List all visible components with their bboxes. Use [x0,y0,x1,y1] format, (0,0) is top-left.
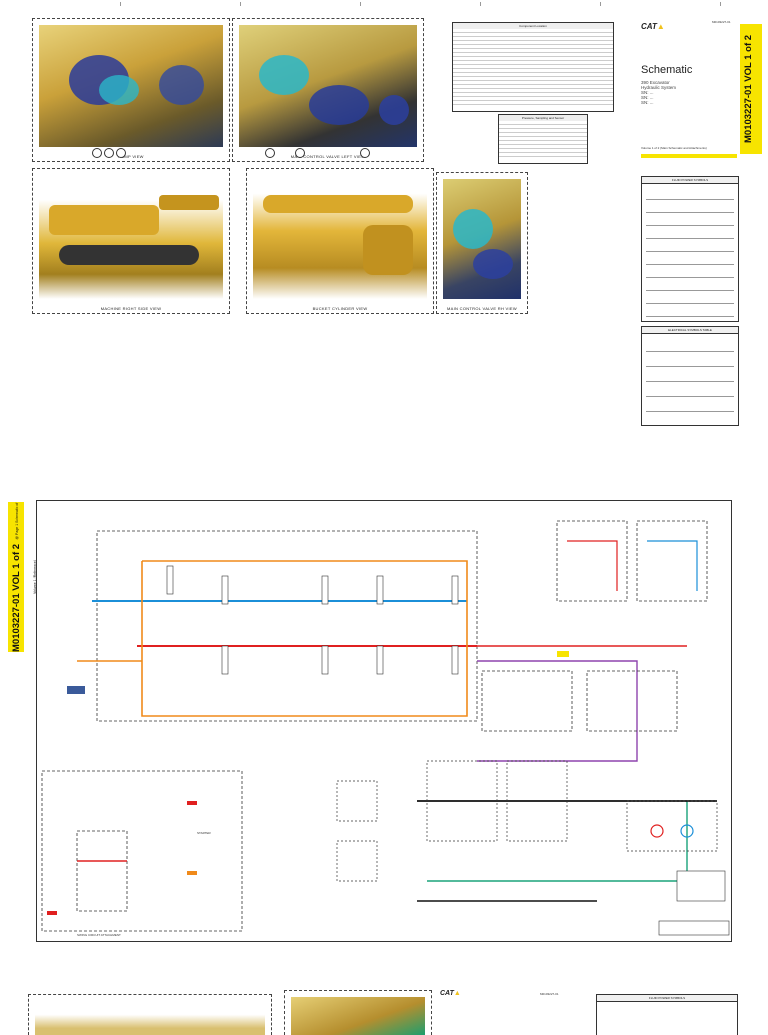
pressure-taps-table: Pressure, Sampling and Sensor [498,114,588,164]
sheet-tick [120,2,121,6]
callout-marker [360,148,370,158]
hydraulic-schematic-drawing [41,520,730,936]
page-title: Schematic [641,64,693,76]
cat-logo-bottom: CAT▲ [440,990,461,997]
doc-number-top: M0103227-01 [712,20,731,24]
pump-view-image [39,25,223,147]
pump-view-label: PUMP VIEW [118,154,144,159]
sheet-tick [480,2,481,6]
component-location-title: Component Location [453,23,613,29]
electrical-symbols-title: ELECTRICAL SYMBOLS TABLE [642,327,738,334]
callout-marker [116,148,126,158]
main-control-valve-rh-view-box: MAIN CONTROL VALVE RH VIEW [436,172,528,314]
sheet-tick [600,2,601,6]
bottom-doc-number: M0103227-01 [540,992,559,996]
cat-logo: CAT▲ [641,22,665,31]
starter-label: STARTER [197,831,211,835]
page-subtitle: 390 Excavator Hydraulic System SN: ... S… [641,80,677,105]
main-control-valve-left-view-image [239,25,417,147]
callout-marker [295,148,305,158]
pump-view-box: PUMP VIEW [32,18,230,162]
electrical-symbols-legend: ELECTRICAL SYMBOLS TABLE [641,326,739,426]
bottom-preview-view-1 [28,994,272,1035]
bottom-preview-view-2 [284,990,432,1035]
bucket-cylinder-view-image [253,175,427,299]
sheet-tick [360,2,361,6]
main-control-valve-left-view-box: MAIN CONTROL VALVE LEFT VIEW [232,18,424,162]
main-control-valve-rh-view-image [443,179,521,299]
machine-right-side-view-image [39,175,223,299]
bucket-cylinder-view-label: BUCKET CYLINDER VIEW [312,306,368,311]
bottom-preview-image-1 [35,1001,265,1035]
bottom-preview-image-2 [291,997,425,1035]
main-control-valve-rh-view-label: MAIN CONTROL VALVE RH VIEW [447,306,517,311]
volume-tab-middle: M0103227-01 VOL 1 of 2 @ Page 1 Schemati… [8,502,37,652]
hydraulic-schematic-frame: SWING CIRCUIT ATTACHMENT STARTER [36,500,732,942]
sheet-tick [240,2,241,6]
component-location-table: Component Location [452,22,614,112]
machine-right-side-view-label: MACHINE RIGHT SIDE VIEW [100,306,162,311]
callout-marker [92,148,102,158]
sheet-tick [720,2,721,6]
volume-tab-top: M0103227-01 VOL 1 of 2 [740,24,762,154]
fluid-power-symbols-title: FLUID POWER SYMBOLS [642,177,738,184]
pressure-taps-title: Pressure, Sampling and Sensor [499,115,587,121]
title-footer-text: Volume 1 of 2 (Main Schematic and Attach… [641,146,707,150]
machine-right-side-view-box: MACHINE RIGHT SIDE VIEW [32,168,230,314]
main-control-valve-left-view-label: MAIN CONTROL VALVE LEFT VIEW [290,154,366,159]
fluid-power-symbols-legend: FLUID POWER SYMBOLS [641,176,739,322]
bottom-legend-title: FLUID POWER SYMBOLS [597,995,737,1002]
swing-section-label: SWING CIRCUIT ATTACHMENT [77,933,121,937]
callout-marker [265,148,275,158]
bottom-fluid-power-symbols: FLUID POWER SYMBOLS [596,994,738,1035]
callout-marker [104,148,114,158]
title-yellow-bar [641,154,737,158]
bucket-cylinder-view-box: BUCKET CYLINDER VIEW [246,168,434,314]
